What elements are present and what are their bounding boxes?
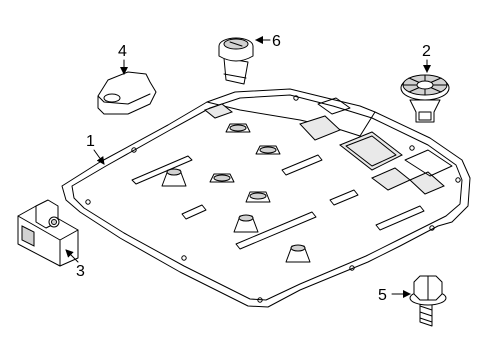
callout-5: 5: [378, 287, 411, 304]
svg-text:1: 1: [86, 133, 95, 150]
push-rivet-fastener: [400, 74, 450, 123]
callouts: 1 2 3 4 5 6: [65, 33, 431, 304]
svg-text:6: 6: [272, 33, 281, 50]
callout-4: 4: [118, 43, 128, 75]
grommet-plug: [218, 37, 254, 85]
callout-1: 1: [86, 133, 105, 165]
skid-plate: [61, 88, 471, 308]
clip-retainer: [17, 199, 79, 267]
flange-bolt: [409, 275, 447, 327]
svg-text:5: 5: [378, 287, 387, 304]
callout-3: 3: [65, 249, 85, 280]
callout-6: 6: [255, 33, 281, 50]
svg-text:3: 3: [76, 263, 85, 280]
svg-text:2: 2: [422, 43, 431, 60]
callout-2: 2: [422, 43, 431, 73]
svg-text:4: 4: [118, 43, 127, 60]
access-cover: [97, 71, 157, 115]
